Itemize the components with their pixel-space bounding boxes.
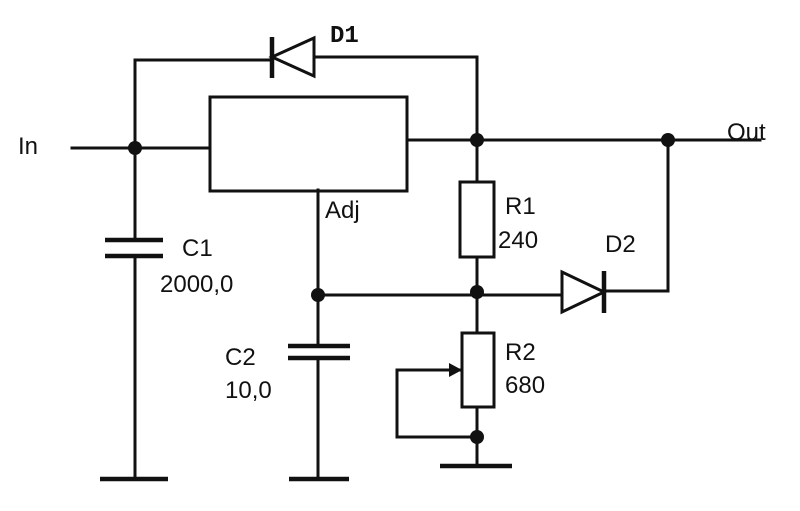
r2-value-label: 680 [505,372,545,399]
junction-dots [128,133,675,444]
r1-value-label: 240 [498,227,538,254]
regulator-block [208,95,409,193]
capacitor-c1 [105,237,163,259]
c2-name-label: C2 [225,344,256,371]
resistor-r2 [449,331,496,409]
d2-label: D2 [605,231,636,258]
capacitor-c2 [288,343,350,361]
trimmer-arrow-icon [449,363,462,377]
resistor-r1 [458,180,496,259]
wires [70,55,762,480]
r1-name-label: R1 [505,193,536,220]
output-label: Out [727,119,766,146]
d1-label: D1 [330,23,359,50]
adj-label: Adj [325,197,360,224]
input-label: In [18,133,38,160]
diode-d1 [268,35,316,79]
c2-value-label: 10,0 [225,377,272,404]
diode-d2 [560,269,608,315]
r2-name-label: R2 [505,339,536,366]
c1-name-label: C1 [182,235,213,262]
ground-symbols [100,463,512,482]
c1-value-label: 2000,0 [160,271,233,298]
